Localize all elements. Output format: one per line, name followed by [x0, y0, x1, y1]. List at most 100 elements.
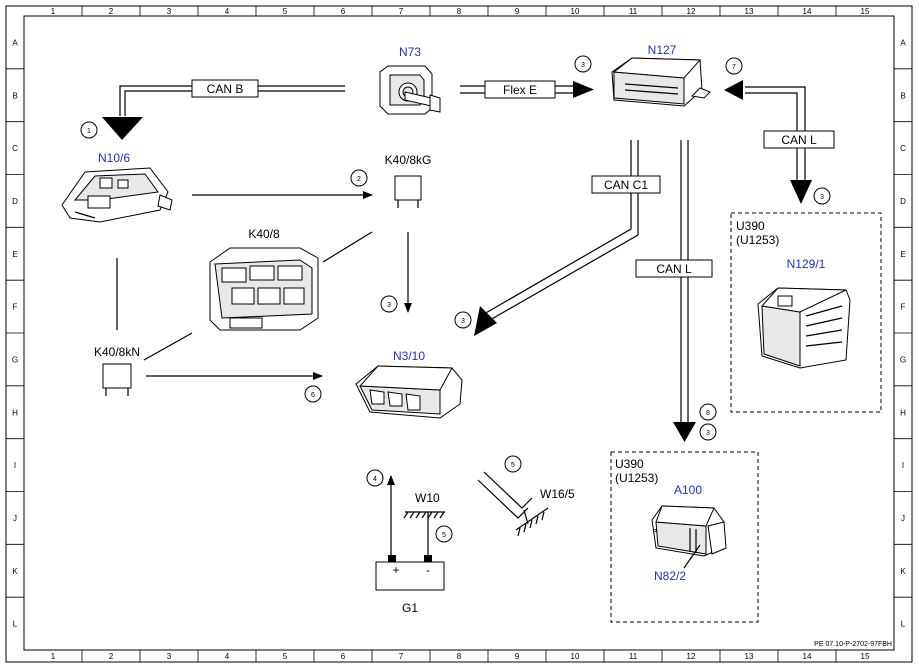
k40-8kg-label: K40/8kG: [385, 153, 432, 167]
can-b-connection: CAN B: [102, 79, 345, 140]
callout-3-a100-marker: [699, 423, 717, 441]
grid-row-label-left: J: [13, 514, 17, 523]
can-l-right-label: CAN L: [781, 133, 817, 147]
callout-5-w10-marker: [435, 525, 453, 543]
grid-col-label-top: 3: [167, 7, 172, 16]
k40-8kn-label: K40/8kN: [94, 345, 140, 359]
grid-row-label-right: L: [901, 620, 906, 629]
grid-col-label-bottom: 2: [109, 652, 114, 661]
u390-b-line1: U390: [615, 457, 644, 471]
u390-b-line2: (U1253): [615, 471, 658, 485]
n10-6-label: N10/6: [98, 151, 130, 165]
n82-2-label: N82/2: [654, 569, 686, 583]
grid-col-label-bottom: 11: [629, 652, 638, 661]
k40kn-to-k40-8-line: [143, 332, 193, 361]
grid-row-label-left: H: [12, 408, 18, 417]
grid-col-label-top: 12: [687, 7, 696, 16]
grid-row-label-left: B: [12, 91, 17, 100]
k40-8-label: K40/8: [248, 227, 280, 241]
callout-2: 2: [357, 176, 361, 183]
callout-2-marker: [350, 169, 368, 187]
can-c1-label: CAN C1: [604, 178, 648, 192]
callout-4: 4: [373, 476, 377, 483]
callout-5-w16: 5: [511, 462, 515, 469]
grid-col-label-top: 8: [457, 7, 462, 16]
w10-ground-icon: [403, 511, 445, 556]
a100-unit-icon: ¤: [651, 505, 727, 557]
can-b-label: CAN B: [207, 82, 244, 96]
grid-col-label-top: 6: [341, 7, 346, 16]
n73-ignition-switch-icon: [379, 65, 441, 115]
grid-row-label-right: H: [900, 408, 906, 417]
grid-col-label-bottom: 1: [51, 652, 56, 661]
k40-8kg-relay-icon: [394, 175, 422, 208]
outer-frame: [5, 5, 913, 663]
grid-row-label-right: G: [900, 355, 906, 364]
grid-row-label-right: K: [900, 567, 906, 576]
callout-1-marker: [80, 121, 98, 139]
grid-row-label-left: E: [12, 250, 17, 259]
grid-row-label-right: D: [900, 197, 906, 206]
can-b-arrowhead: [102, 117, 143, 140]
callout-3-a100: 3: [706, 430, 710, 437]
grid-row-label-right: E: [900, 250, 905, 259]
k40-8-fuse-box-icon: [209, 247, 319, 331]
flex-e-label: Flex E: [503, 83, 537, 97]
grid-col-label-top: 13: [745, 7, 754, 16]
callout-3-k40: 3: [387, 302, 391, 309]
grid-col-label-top: 10: [571, 7, 580, 16]
grid-col-label-bottom: 4: [225, 652, 230, 661]
grid-col-label-top: 11: [629, 7, 638, 16]
n3-10-ecu-icon: [355, 365, 463, 419]
grid-row-label-right: C: [900, 144, 906, 153]
grid-row-label-right: A: [900, 38, 906, 47]
callout-3-k40-marker: [380, 295, 398, 313]
n127-module-icon: [611, 57, 711, 107]
grid-row-label-right: I: [902, 461, 904, 470]
grid-row-label-left: D: [12, 197, 18, 206]
battery-plus-label: +: [392, 563, 399, 577]
grid-row-label-right: B: [900, 91, 905, 100]
callout-3-n127-marker: [574, 55, 592, 73]
grid-col-label-bottom: 9: [515, 652, 520, 661]
callout-6: 6: [311, 392, 315, 399]
battery-minus-label: -: [426, 563, 430, 577]
n129-1-module-icon: [757, 287, 851, 369]
grid-col-label-bottom: 14: [803, 652, 812, 661]
n127-label: N127: [648, 43, 677, 57]
grid-col-label-top: 7: [399, 7, 404, 16]
grid-row-label-left: L: [13, 620, 18, 629]
can-c1-connection: CAN C1: [474, 140, 661, 336]
callout-3-canl: 3: [820, 194, 824, 201]
grid-col-label-top: 4: [225, 7, 230, 16]
grid-col-label-top: 1: [51, 7, 56, 16]
callout-7: 7: [732, 64, 736, 71]
grid-row-label-right: F: [901, 303, 906, 312]
callout-1: 1: [87, 128, 91, 135]
u390-group-box-n129: [730, 212, 882, 413]
grid-row-label-left: G: [12, 355, 18, 364]
n82-2-leader-line: [683, 544, 701, 569]
grid-col-label-top: 9: [515, 7, 520, 16]
callout-6-marker: [304, 385, 322, 403]
n10-6-module-icon: [61, 167, 173, 223]
grid-col-label-bottom: 6: [341, 652, 346, 661]
svg-text:¤: ¤: [653, 528, 657, 535]
grid-col-label-top: 2: [109, 7, 114, 16]
callout-8-marker: [699, 403, 717, 421]
u390-a-line1: U390: [736, 219, 765, 233]
grid-row-label-left: A: [12, 38, 18, 47]
n3-10-label: N3/10: [393, 349, 425, 363]
grid-row-label-left: I: [14, 461, 16, 470]
grid-row-label-left: F: [13, 303, 18, 312]
can-l-to-n129-connection: CAN L: [724, 80, 835, 204]
w10-label: W10: [415, 491, 440, 505]
callout-3-can-c1-marker: [454, 311, 472, 329]
grid-col-label-top: 14: [803, 7, 812, 16]
can-l-to-a100-connection: CAN L: [635, 140, 713, 442]
grid-col-label-bottom: 3: [167, 652, 172, 661]
n129-1-label: N129/1: [787, 257, 826, 271]
grid-col-label-top: 15: [861, 7, 870, 16]
callout-3-can-c1: 3: [461, 318, 465, 325]
